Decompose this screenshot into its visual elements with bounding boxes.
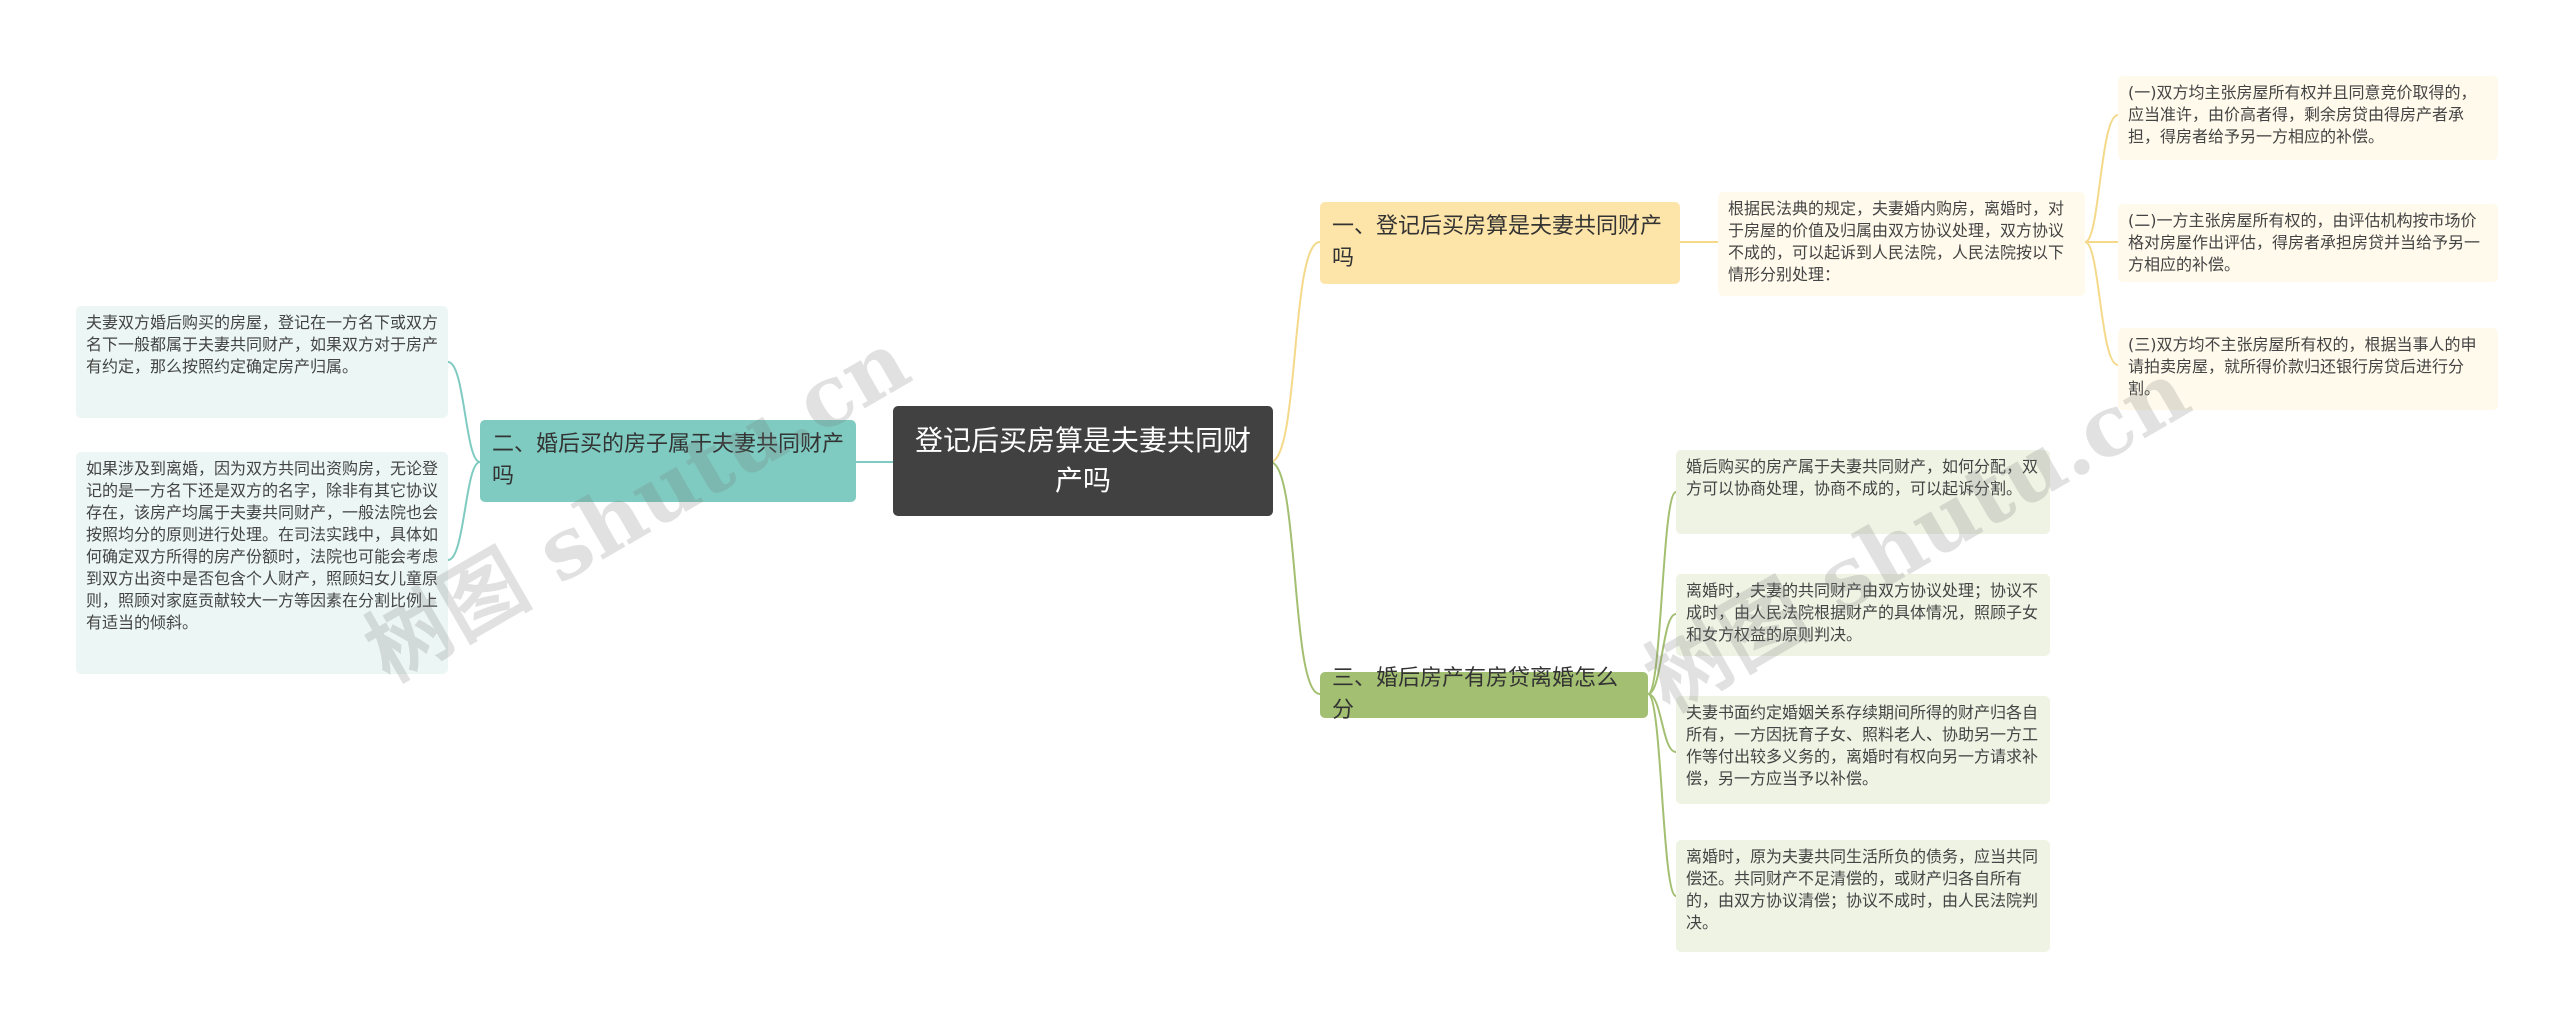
- link-b1-item1: [2084, 114, 2119, 243]
- link-b3-item3: [1647, 693, 1677, 753]
- link-b3-item4: [1647, 693, 1677, 897]
- branch-1-label: 一、登记后买房算是夫妻共同财产吗: [1332, 214, 1663, 271]
- branch-3-item-2-text: 离婚时，夫妻的共同财产由双方协议处理；协议不成时，由人民法院根据财产的具体情况，…: [1686, 581, 2039, 644]
- branch-2-item-1-text: 夫妻双方婚后购买的房屋，登记在一方名下或双方名下一般都属于夫妻共同财产，如果双方…: [86, 313, 439, 376]
- branch-2-label: 二、婚后买的房子属于夫妻共同财产吗: [492, 432, 845, 489]
- link-b3-item1: [1647, 491, 1677, 695]
- branch-3-item-4-text: 离婚时，原为夫妻共同生活所负的债务，应当共同偿还。共同财产不足清偿的，或财产归各…: [1686, 847, 2039, 932]
- branch-2-topic[interactable]: 二、婚后买的房子属于夫妻共同财产吗: [480, 420, 856, 502]
- branch-3-item-3[interactable]: 夫妻书面约定婚姻关系存续期间所得的财产归各自所有，一方因抚育子女、照料老人、协助…: [1676, 696, 2050, 804]
- root-topic-label: 登记后买房算是夫妻共同财产吗: [914, 424, 1251, 497]
- branch-1-item-1-text: (一)双方均主张房屋所有权并且同意竞价取得的，应当准许，由价高者得，剩余房贷由得…: [2128, 83, 2477, 146]
- branch-3-topic[interactable]: 三、婚后房产有房贷离婚怎么分: [1320, 666, 1648, 723]
- branch-1-topic[interactable]: 一、登记后买房算是夫妻共同财产吗: [1320, 202, 1680, 284]
- branch-1-summary-text: 根据民法典的规定，夫妻婚内购房，离婚时，对于房屋的价值及归属由双方协议处理，双方…: [1728, 199, 2065, 284]
- branch-2-item-2[interactable]: 如果涉及到离婚，因为双方共同出资购房，无论登记的是一方名下还是双方的名字，除非有…: [76, 452, 448, 674]
- branch-2-item-2-text: 如果涉及到离婚，因为双方共同出资购房，无论登记的是一方名下还是双方的名字，除非有…: [86, 459, 439, 632]
- link-root-b1: [1269, 241, 1321, 463]
- branch-3-item-1-text: 婚后购买的房产属于夫妻共同财产，如何分配，双方可以协商处理，协商不成的，可以起诉…: [1686, 457, 2039, 498]
- branch-3-item-1[interactable]: 婚后购买的房产属于夫妻共同财产，如何分配，双方可以协商处理，协商不成的，可以起诉…: [1676, 450, 2050, 534]
- branch-3-item-2[interactable]: 离婚时，夫妻的共同财产由双方协议处理；协议不成时，由人民法院根据财产的具体情况，…: [1676, 574, 2050, 656]
- branch-1-item-3-text: (三)双方均不主张房屋所有权的，根据当事人的申请拍卖房屋，就所得价款归还银行房贷…: [2128, 335, 2477, 398]
- branch-1-summary[interactable]: 根据民法典的规定，夫妻婚内购房，离婚时，对于房屋的价值及归属由双方协议处理，双方…: [1718, 192, 2085, 296]
- branch-1-item-1[interactable]: (一)双方均主张房屋所有权并且同意竞价取得的，应当准许，由价高者得，剩余房贷由得…: [2118, 76, 2498, 160]
- branch-3-item-4[interactable]: 离婚时，原为夫妻共同生活所负的债务，应当共同偿还。共同财产不足清偿的，或财产归各…: [1676, 840, 2050, 952]
- root-topic[interactable]: 登记后买房算是夫妻共同财产吗: [893, 406, 1273, 516]
- branch-3-label: 三、婚后房产有房贷离婚怎么分: [1332, 666, 1619, 723]
- branch-3-item-3-text: 夫妻书面约定婚姻关系存续期间所得的财产归各自所有，一方因抚育子女、照料老人、协助…: [1686, 703, 2039, 788]
- branch-2-item-1[interactable]: 夫妻双方婚后购买的房屋，登记在一方名下或双方名下一般都属于夫妻共同财产，如果双方…: [76, 306, 448, 418]
- link-root-b3: [1269, 461, 1321, 695]
- branch-1-item-2[interactable]: (二)一方主张房屋所有权的，由评估机构按市场价格对房屋作出评估，得房者承担房贷并…: [2118, 204, 2498, 282]
- link-b2-item1: [447, 361, 481, 463]
- link-b3-item2: [1647, 613, 1677, 695]
- link-b2-item2: [447, 461, 481, 561]
- branch-1-item-3[interactable]: (三)双方均不主张房屋所有权的，根据当事人的申请拍卖房屋，就所得价款归还银行房贷…: [2118, 328, 2498, 410]
- branch-1-item-2-text: (二)一方主张房屋所有权的，由评估机构按市场价格对房屋作出评估，得房者承担房贷并…: [2128, 211, 2481, 274]
- link-b1-item3: [2084, 241, 2119, 366]
